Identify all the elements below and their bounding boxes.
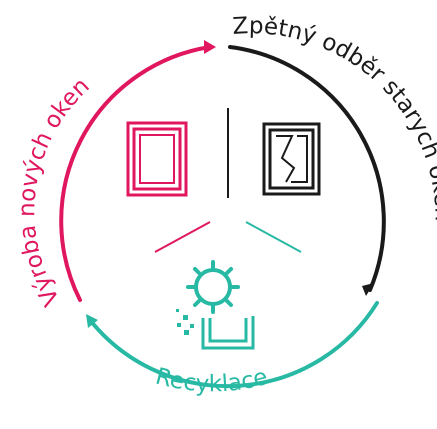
takeback-arc-line (228, 45, 386, 292)
takeback-arc (228, 45, 386, 296)
production-arc-line (59, 45, 212, 302)
new-window-icon (126, 121, 188, 197)
divider-left (154, 221, 211, 253)
broken-window-icon (262, 122, 321, 196)
production-arc (59, 40, 216, 302)
recycling-gear-icon (176, 260, 255, 350)
production-label: Výroba nových oken (14, 73, 94, 310)
takeback-arrowhead-icon (362, 283, 374, 296)
production-arrowhead-icon (204, 40, 216, 54)
divider-right (245, 221, 302, 253)
recycling-arc-line (88, 301, 379, 389)
recycling-label: Recyklace (153, 363, 271, 397)
recycling-arrowhead-icon (86, 314, 98, 328)
recycling-arc (86, 301, 379, 389)
